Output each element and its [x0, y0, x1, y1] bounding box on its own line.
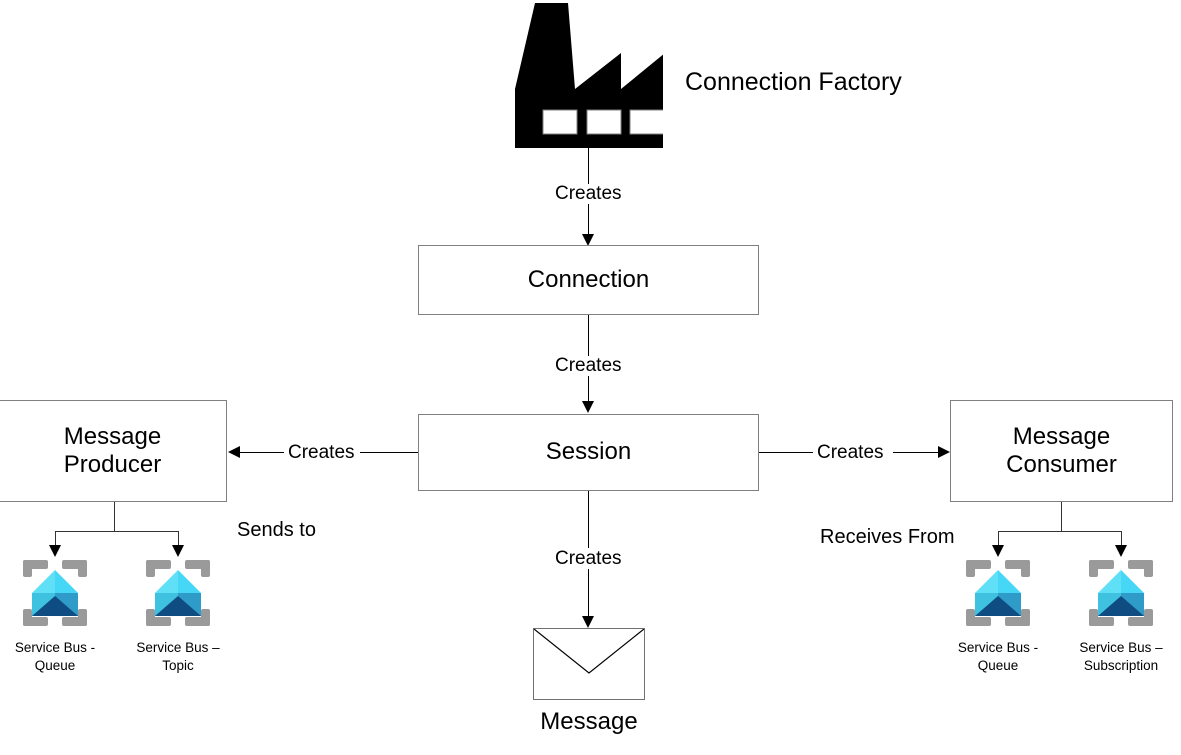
arrowhead-consumer-queue: [992, 545, 1004, 557]
session-label: Session: [545, 438, 632, 466]
session-node[interactable]: Session: [418, 414, 759, 491]
consumer-endpoint-queue[interactable]: Service Bus - Queue: [958, 556, 1063, 675]
message-producer-label: Message Producer: [63, 422, 162, 478]
edge-label-session-producer: Creates: [284, 443, 359, 462]
producer-branch-bar: [55, 531, 179, 532]
connection-label: Connection: [527, 265, 650, 293]
service-bus-icon: [966, 560, 1030, 626]
edge-factory-connection-lower: [588, 204, 589, 236]
service-bus-icon: [146, 560, 210, 626]
arrowhead-to-producer: [228, 446, 240, 458]
producer-branch-right-drop: [178, 531, 179, 547]
producer-endpoint-topic[interactable]: Service Bus – Topic: [136, 556, 243, 675]
consumer-endpoint-queue-caption: Service Bus - Queue: [957, 640, 1039, 674]
envelope-icon: [534, 629, 644, 674]
consumer-branch-right-drop: [1121, 531, 1122, 547]
edge-session-producer-line-left: [240, 452, 285, 453]
producer-relation-label: Sends to: [237, 519, 316, 541]
arrowhead-to-session: [582, 401, 594, 413]
arrowhead-to-connection: [582, 234, 594, 246]
producer-endpoint-topic-caption: Service Bus – Topic: [136, 640, 220, 674]
service-bus-icon: [23, 560, 87, 626]
edge-session-producer-line-right: [360, 452, 418, 453]
message-caption: Message: [540, 708, 638, 735]
edge-session-message-upper: [588, 491, 589, 548]
producer-branch-stem: [114, 502, 115, 531]
consumer-endpoint-subscription-caption: Service Bus – Subscription: [1079, 640, 1163, 674]
message-producer-node[interactable]: Message Producer: [0, 400, 227, 502]
edge-session-consumer-line-left: [759, 452, 814, 453]
consumer-branch-stem: [1061, 502, 1062, 531]
edge-label-session-message: Creates: [551, 549, 626, 568]
consumer-endpoint-subscription[interactable]: Service Bus – Subscription: [1079, 556, 1181, 675]
edge-connection-session-upper: [588, 315, 589, 356]
arrowhead-consumer-subscription: [1115, 545, 1127, 557]
edge-label-connection-session: Creates: [551, 356, 626, 375]
producer-endpoint-queue[interactable]: Service Bus - Queue: [15, 556, 120, 675]
edge-session-message-lower: [588, 569, 589, 616]
edge-label-session-consumer: Creates: [813, 443, 888, 462]
message-consumer-label: Message Consumer: [1006, 422, 1117, 478]
arrowhead-producer-topic: [172, 545, 184, 557]
connection-factory-caption: Connection Factory: [685, 68, 902, 96]
message-consumer-node[interactable]: Message Consumer: [950, 400, 1173, 502]
arrowhead-to-consumer: [938, 446, 950, 458]
producer-branch-left-drop: [55, 531, 56, 547]
connection-node[interactable]: Connection: [418, 245, 759, 315]
connection-factory-node: [513, 3, 665, 148]
factory-icon: [515, 3, 665, 148]
consumer-relation-label: Receives From: [820, 526, 955, 548]
message-node[interactable]: [533, 628, 645, 700]
edge-connection-session-lower: [588, 376, 589, 401]
arrowhead-producer-queue: [49, 545, 61, 557]
edge-session-consumer-line-right: [893, 452, 938, 453]
service-bus-icon: [1089, 560, 1153, 626]
producer-endpoint-queue-caption: Service Bus - Queue: [14, 640, 96, 674]
consumer-branch-left-drop: [998, 531, 999, 547]
consumer-branch-bar: [998, 531, 1121, 532]
edge-label-factory-connection: Creates: [551, 184, 626, 203]
edge-factory-connection-upper: [588, 146, 589, 184]
arrowhead-to-message: [582, 616, 594, 628]
